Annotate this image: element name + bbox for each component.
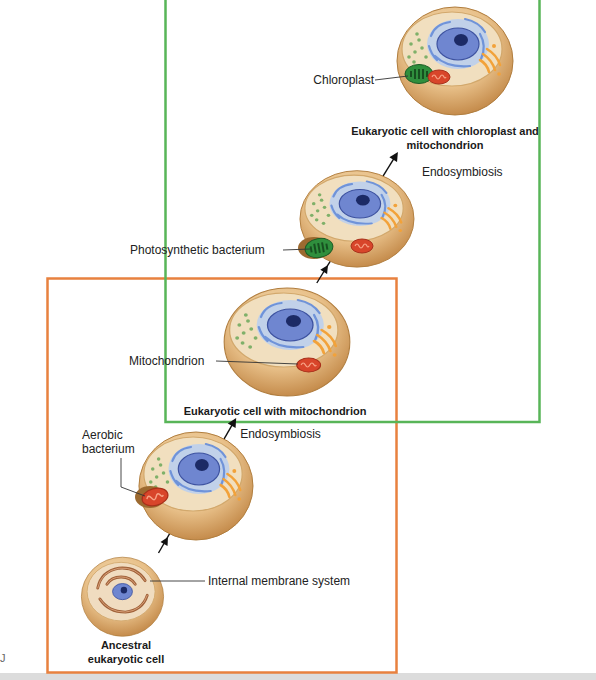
aerobic-bacterium-shape (140, 485, 170, 508)
part-label: Chloroplast (298, 73, 374, 87)
leader-line (375, 76, 408, 80)
orange-frame (48, 279, 397, 673)
bottom-bar (0, 673, 596, 680)
leader-line (150, 581, 205, 582)
green-frame (166, 0, 540, 422)
node-caption: Eukaryotic cell with mitochondrion (165, 404, 385, 418)
cell-node: Eukaryotic cell with mitochondrion (165, 283, 385, 418)
cell-outline (395, 4, 515, 116)
engulfing-cell (300, 171, 414, 267)
part-label: Mitochondrion (129, 354, 219, 368)
leader-line (121, 458, 145, 496)
arrowhead (320, 265, 328, 274)
cell-outline (80, 555, 165, 637)
cell-illustration (81, 557, 163, 636)
edge-label: Endosymbiosis (240, 427, 321, 441)
mitochondrion (297, 358, 321, 372)
part-label: Photosynthetic bacterium (130, 243, 290, 257)
arrowhead (389, 152, 398, 162)
arrowhead (228, 418, 236, 428)
cell-node: Ancestral eukaryotic cell (78, 553, 174, 666)
node-caption: Ancestral eukaryotic cell (78, 638, 174, 666)
cell-outline (222, 285, 352, 397)
leader-line (216, 361, 298, 364)
mitochondrion (351, 239, 373, 253)
part-label: J (0, 651, 12, 665)
arrowhead (161, 537, 169, 546)
engulfing-cell (139, 432, 253, 540)
cell-illustration (224, 288, 350, 396)
cell-illustration (397, 7, 513, 115)
edge-label: Endosymbiosis (422, 165, 503, 179)
mitochondrion (428, 70, 450, 84)
leader-line (283, 249, 310, 250)
node-caption: Eukaryotic cell with chloroplast and mit… (340, 124, 550, 152)
photosynthetic-bacterium-shape (304, 236, 335, 260)
part-label: Aerobic bacterium (82, 428, 144, 456)
part-label: Internal membrane system (208, 574, 378, 588)
